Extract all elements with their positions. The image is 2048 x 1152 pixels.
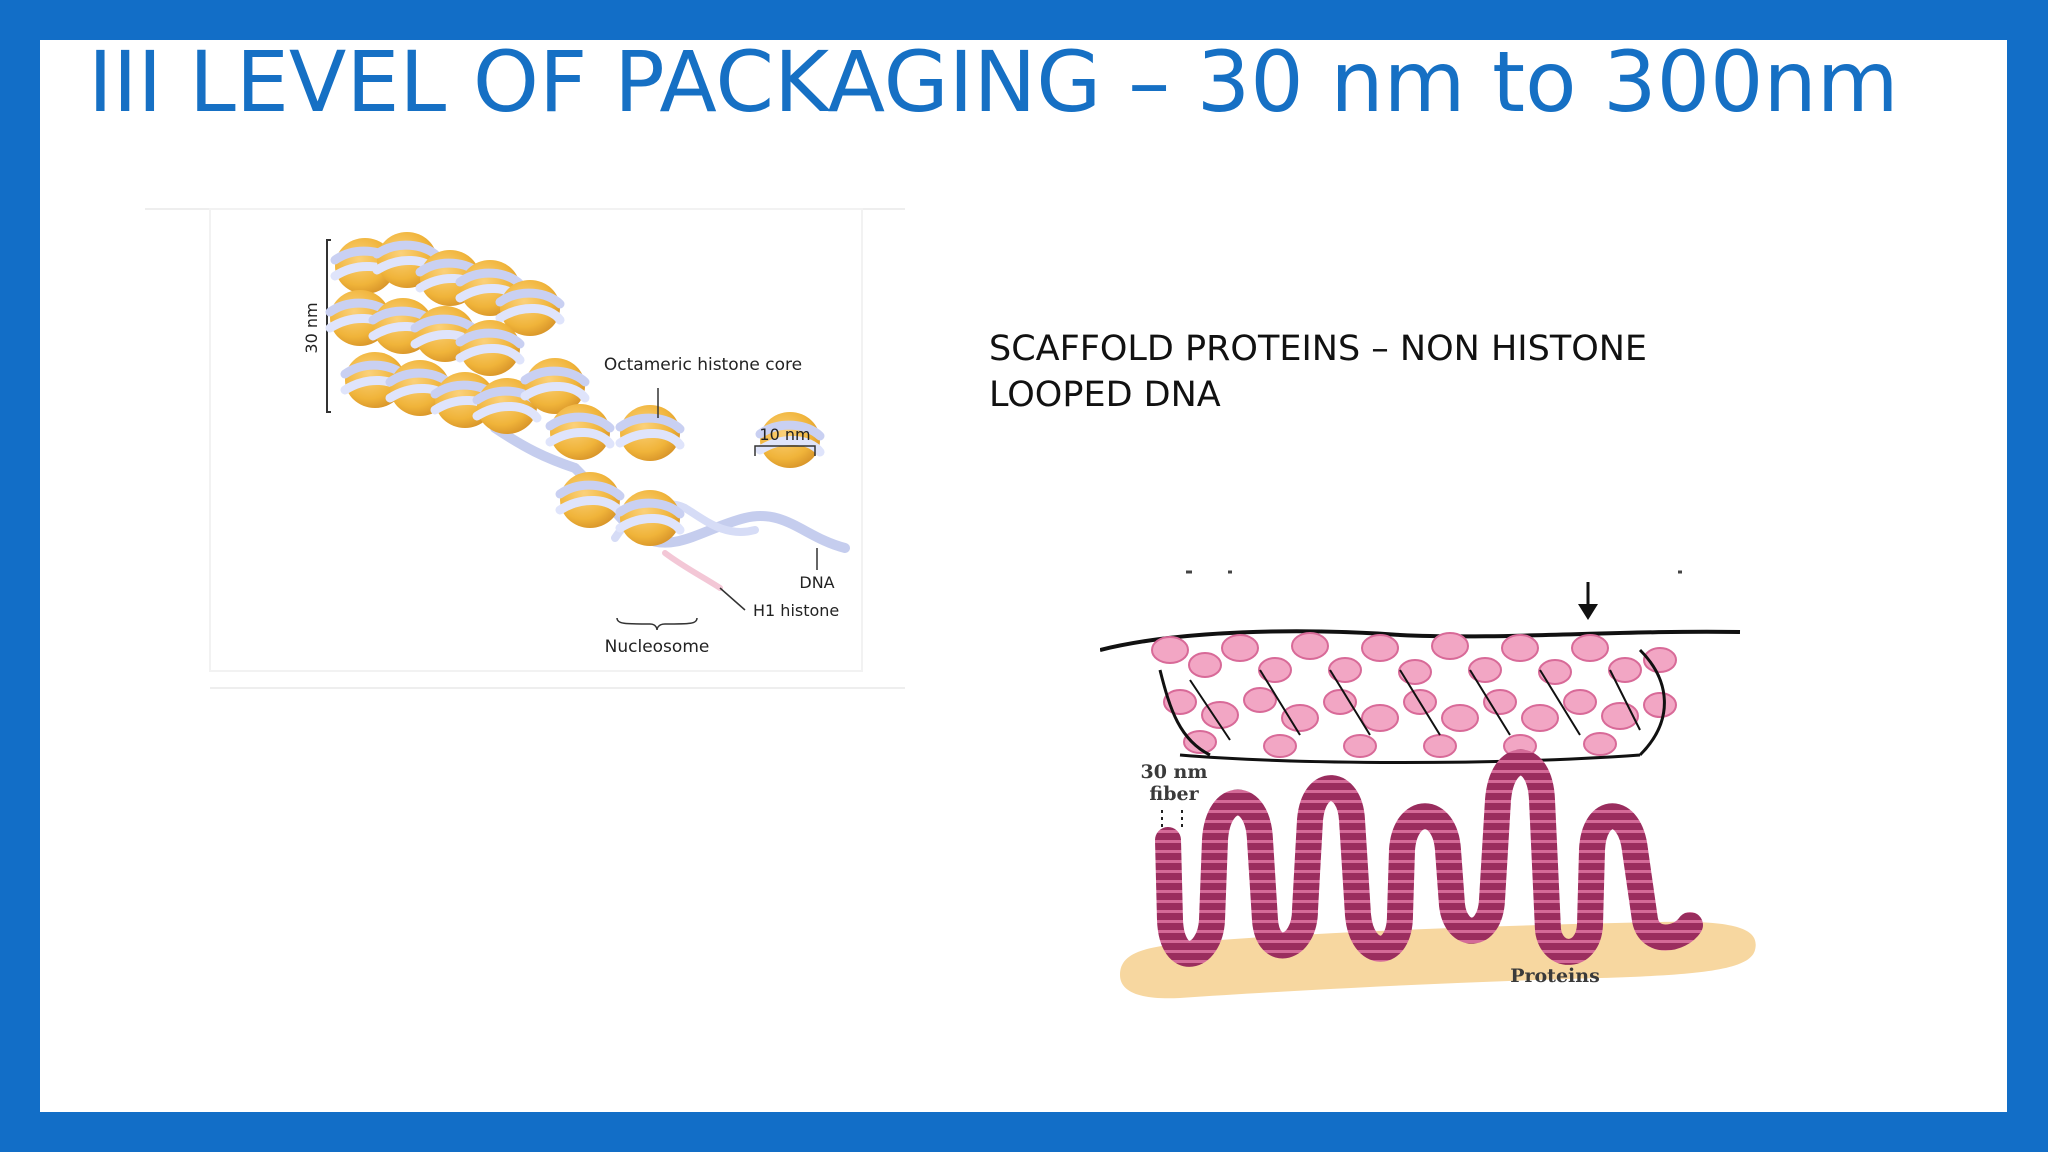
slide: III LEVEL OF PACKAGING – 30 nm to 300nm … (40, 40, 2007, 1112)
bracket-10nm (754, 445, 816, 456)
arrow-down-icon (1578, 582, 1598, 620)
label-octameric-histone-core: Octameric histone core (604, 355, 802, 375)
body-line-looped-dna: LOOPED DNA (989, 375, 1221, 415)
label-h1-histone: H1 histone (753, 601, 839, 620)
label-30nm: 30 nm (302, 302, 321, 353)
chromatin-fiber-figure: 30 nm Octa (145, 208, 905, 689)
label-dna: DNA (799, 573, 834, 592)
h1-histone-mark (662, 550, 723, 591)
nucleosome-cluster (330, 232, 820, 546)
fiber-schematic (1100, 570, 1741, 764)
label-30nm-fiber-line2: fiber (1149, 783, 1199, 805)
label-30nm-fiber-line1: 30 nm (1141, 761, 1208, 783)
label-nucleosome: Nucleosome (605, 637, 710, 657)
looped-30nm-fiber (1155, 749, 1703, 967)
body-text: SCAFFOLD PROTEINS – NON HISTONE LOOPED D… (989, 326, 1647, 418)
slide-title: III LEVEL OF PACKAGING – 30 nm to 300nm (88, 40, 1899, 131)
brace-nucleosome (616, 617, 698, 631)
label-10nm: 10 nm (759, 425, 810, 444)
looped-dna-figure: 30 nm fiber Proteins (1100, 570, 1756, 999)
body-line-scaffold: SCAFFOLD PROTEINS – NON HISTONE (989, 329, 1648, 369)
label-proteins: Proteins (1510, 965, 1600, 987)
